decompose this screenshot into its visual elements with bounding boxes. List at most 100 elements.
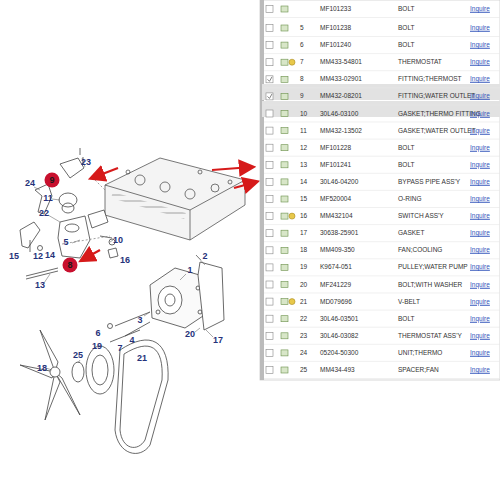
callout-number: 23: [81, 158, 91, 167]
callout-number: 4: [129, 336, 134, 345]
callout-number: 20: [185, 330, 195, 339]
callout-number: 6: [95, 329, 100, 338]
table-cell: UNIT;THERMO: [398, 350, 442, 357]
callout-number: 14: [45, 251, 55, 260]
table-cell: 10: [300, 110, 307, 117]
highlight-callout: 9: [45, 173, 60, 188]
inquire-link: Inquire: [470, 281, 490, 288]
inquire-link: Inquire: [470, 144, 490, 151]
table-cell: 9: [300, 93, 304, 100]
callout-number: 7: [117, 344, 122, 353]
table-cell: 13: [300, 162, 307, 169]
inquire-link: Inquire: [470, 213, 490, 220]
table-cell: BOLT: [398, 42, 415, 49]
inquire-link: Inquire: [470, 247, 490, 254]
inquire-link: Inquire: [470, 367, 490, 374]
table-cell: 30L46-03082: [320, 333, 358, 340]
table-cell: MM432-08201: [320, 93, 362, 100]
table-cell: 15: [300, 196, 307, 203]
table-cell: BOLT: [398, 315, 415, 322]
callout-number: 22: [39, 209, 49, 218]
table-cell: MF241229: [320, 281, 351, 288]
inquire-link: Inquire: [470, 350, 490, 357]
callout-number: 16: [120, 256, 130, 265]
table-cell: MM433-54801: [320, 59, 362, 66]
table-cell: 24: [300, 350, 307, 357]
inquire-link: Inquire: [470, 196, 490, 203]
table-cell: PULLEY;WATER PUMP: [398, 264, 468, 271]
callout-number: 15: [9, 252, 19, 261]
callout-number: 21: [137, 354, 147, 363]
table-cell: 11: [300, 127, 307, 134]
table-cell: GASKET;WATER OUTLET: [398, 127, 476, 134]
table-cell: 30638-25901: [320, 230, 358, 237]
table-cell: 20: [300, 281, 307, 288]
inquire-link: Inquire: [470, 264, 490, 271]
table-cell: THERMOSTAT ASS'Y: [398, 333, 462, 340]
table-cell: BOLT: [398, 144, 415, 151]
table-cell: 05204-50300: [320, 350, 358, 357]
inquire-link: Inquire: [470, 25, 490, 32]
table-cell: K9674-051: [320, 264, 352, 271]
table-cell: MF101238: [320, 25, 351, 32]
table-cell: 21: [300, 298, 307, 305]
table-cell: BOLT;WITH WASHER: [398, 281, 462, 288]
table-cell: MM433-02901: [320, 76, 362, 83]
table-cell: 5: [300, 25, 304, 32]
inquire-link: Inquire: [470, 179, 490, 186]
callout-number: 19: [92, 342, 102, 351]
callout-number: 3: [137, 316, 142, 325]
table-cell: BOLT: [398, 25, 415, 32]
table-cell: 25: [300, 367, 307, 374]
callout-number: 18: [37, 364, 47, 373]
inquire-link: Inquire: [470, 230, 490, 237]
table-cell: MD079696: [320, 298, 352, 305]
inquire-link: Inquire: [470, 162, 490, 169]
callout-number: 17: [213, 336, 223, 345]
table-cell: MF101241: [320, 162, 351, 169]
table-cell: 12: [300, 144, 307, 151]
table-cell: SWITCH ASS'Y: [398, 213, 444, 220]
table-cell: 30L46-03501: [320, 315, 358, 322]
callout-number: 1: [187, 266, 192, 275]
inquire-link: Inquire: [470, 315, 490, 322]
table-cell: GASKET: [398, 230, 424, 237]
table-cell: MF101233: [320, 6, 351, 13]
table-cell: 19: [300, 264, 307, 271]
table-cell: 17: [300, 230, 307, 237]
table-cell: BYPASS PIPE ASS'Y: [398, 179, 460, 186]
table-cell: 30L46-04200: [320, 179, 358, 186]
table-cell: 7: [300, 59, 304, 66]
table-cell: MF101240: [320, 42, 351, 49]
table-cell: 16: [300, 213, 307, 220]
table-cell: MM432-13502: [320, 127, 362, 134]
callout-number: 10: [113, 236, 123, 245]
table-cell: 23: [300, 333, 307, 340]
table-cell: MM409-350: [320, 247, 355, 254]
table-cell: 6: [300, 42, 304, 49]
table-cell: SPACER;FAN: [398, 367, 439, 374]
inquire-link: Inquire: [470, 6, 490, 13]
table-cell: MM434-493: [320, 367, 355, 374]
table-cell: 22: [300, 315, 307, 322]
callout-number: 5: [63, 238, 68, 247]
highlight-callout: 8: [63, 258, 78, 273]
callout-number: 11: [43, 194, 53, 203]
inquire-link: Inquire: [470, 333, 490, 340]
table-cell: MM432104: [320, 213, 353, 220]
inquire-link: Inquire: [470, 76, 490, 83]
table-cell: 8: [300, 76, 304, 83]
callout-number: 8: [67, 261, 72, 270]
table-cell: THERMOSTAT: [398, 59, 442, 66]
callout-number: 2: [202, 252, 207, 261]
table-cell: FAN;COOLING: [398, 247, 442, 254]
table-cell: V-BELT: [398, 298, 420, 305]
table-cell: 14: [300, 179, 307, 186]
inquire-link: Inquire: [470, 127, 490, 134]
table-cell: FITTING;THERMOST: [398, 76, 462, 83]
inquire-link: Inquire: [470, 59, 490, 66]
table-cell: MF520004: [320, 196, 351, 203]
callout-number: 13: [35, 281, 45, 290]
callout-number: 9: [49, 176, 54, 185]
table-cell: 30L46-03100: [320, 110, 358, 117]
